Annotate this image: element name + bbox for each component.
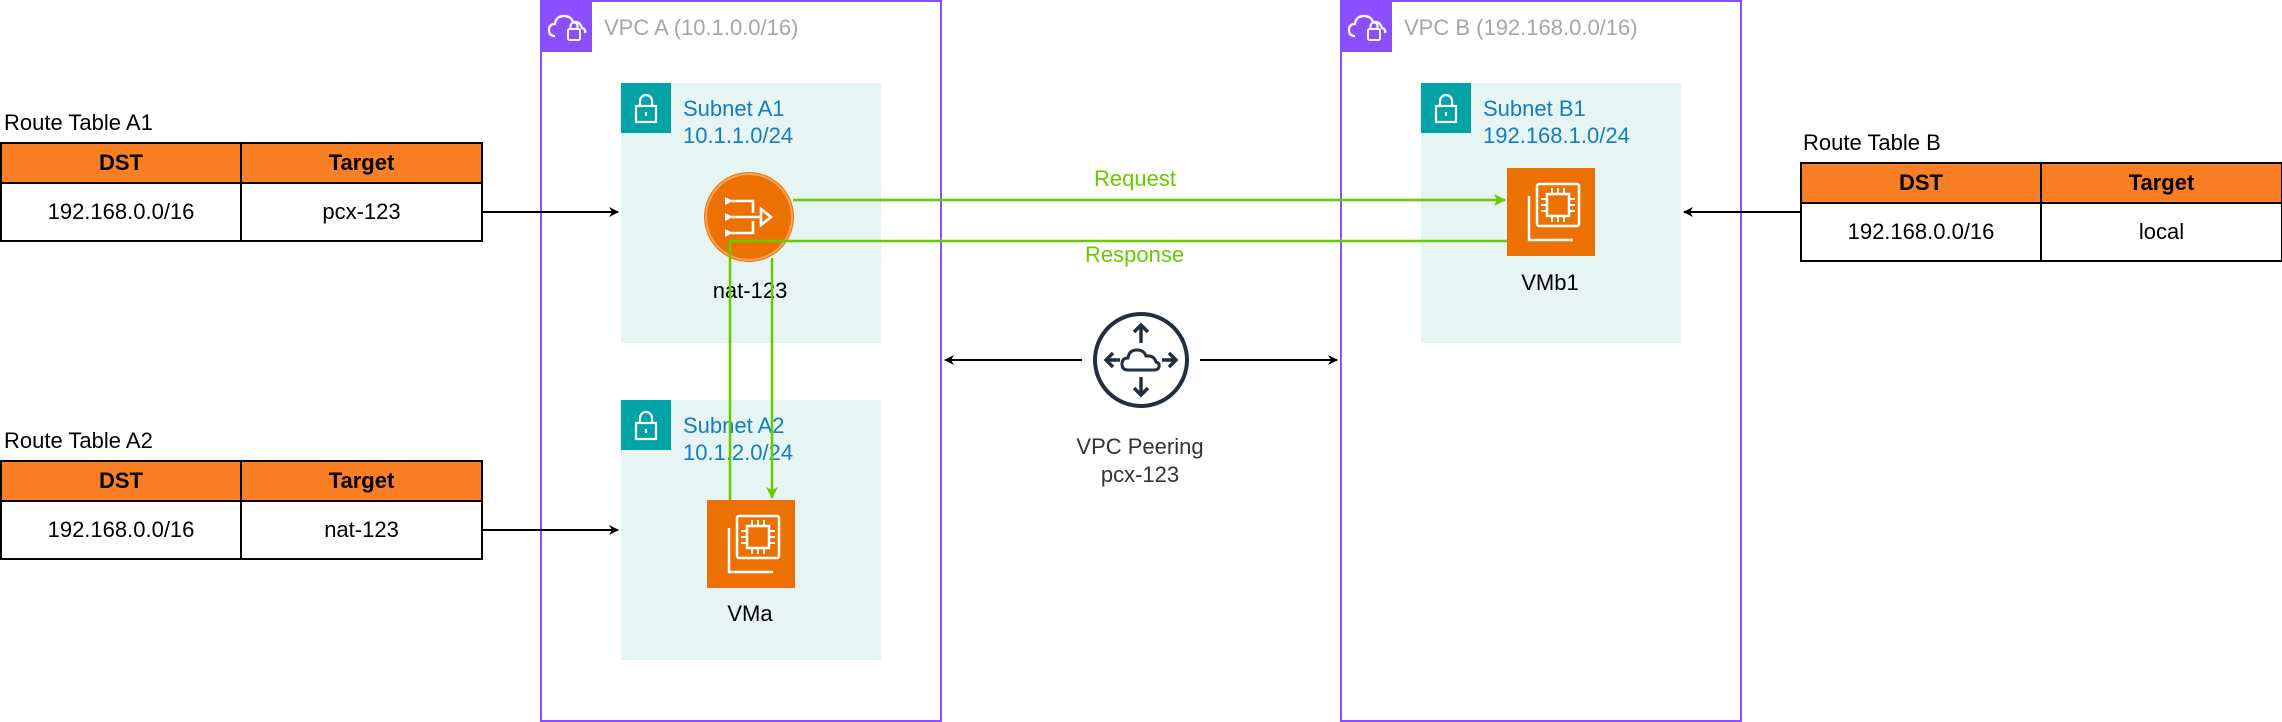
ec2-instance-icon xyxy=(707,500,795,588)
route-table-header-dst: DST xyxy=(1800,162,2042,204)
subnet-a1-name: Subnet A1 xyxy=(683,96,785,121)
route-table-a2: DST Target 192.168.0.0/16 nat-123 xyxy=(0,460,483,560)
route-table-a1-title: Route Table A1 xyxy=(4,110,153,135)
subnet-a2-name: Subnet A2 xyxy=(683,413,785,438)
vpc-a-title: VPC A (10.1.0.0/16) xyxy=(604,15,799,40)
vpc-b-title: VPC B (192.168.0.0/16) xyxy=(1404,15,1638,40)
route-dst-cell: 192.168.0.0/16 xyxy=(0,182,242,242)
route-target-cell: pcx-123 xyxy=(240,182,483,242)
peering-label-line1: VPC Peering xyxy=(1076,434,1204,459)
padlock-icon xyxy=(1421,83,1471,133)
table-row: 192.168.0.0/16 local xyxy=(1800,202,2282,262)
subnet-b1-cidr: 192.168.1.0/24 xyxy=(1483,123,1630,148)
route-target-cell: local xyxy=(2040,202,2282,262)
vma-label: VMa xyxy=(727,601,773,626)
vpc-cloud-lock-icon xyxy=(1342,2,1392,52)
route-dst-cell: 192.168.0.0/16 xyxy=(1800,202,2042,262)
vpc-cloud-lock-icon xyxy=(542,2,592,52)
route-table-b-title: Route Table B xyxy=(1803,130,1941,155)
subnet-b1-name: Subnet B1 xyxy=(1483,96,1586,121)
route-table-header-target: Target xyxy=(2040,162,2282,204)
route-table-a1: DST Target 192.168.0.0/16 pcx-123 xyxy=(0,142,483,242)
route-table-a2-title: Route Table A2 xyxy=(4,428,153,453)
peering-label: VPC Peering pcx-123 xyxy=(1040,433,1240,489)
nat-label: nat-123 xyxy=(712,278,788,303)
peering-label-line2: pcx-123 xyxy=(1100,462,1180,487)
subnet-a1-cidr: 10.1.1.0/24 xyxy=(683,123,794,148)
route-table-header-dst: DST xyxy=(0,460,242,502)
route-table-b: DST Target 192.168.0.0/16 local xyxy=(1800,162,2282,262)
ec2-instance-icon xyxy=(1507,168,1595,256)
subnet-a2-cidr: 10.1.2.0/24 xyxy=(683,440,794,465)
response-label: Response xyxy=(1085,242,1185,267)
route-dst-cell: 192.168.0.0/16 xyxy=(0,500,242,560)
subnet-a2: Subnet A2 10.1.2.0/24 xyxy=(621,400,881,660)
padlock-icon xyxy=(621,400,671,450)
vmb1-label: VMb1 xyxy=(1521,270,1579,295)
peering-router-icon xyxy=(1092,311,1190,409)
route-table-header-target: Target xyxy=(240,142,483,184)
padlock-icon xyxy=(621,83,671,133)
route-table-header-target: Target xyxy=(240,460,483,502)
table-row: 192.168.0.0/16 pcx-123 xyxy=(0,182,483,242)
request-label: Request xyxy=(1094,166,1176,191)
nat-gateway-icon xyxy=(703,171,795,263)
route-table-header-dst: DST xyxy=(0,142,242,184)
